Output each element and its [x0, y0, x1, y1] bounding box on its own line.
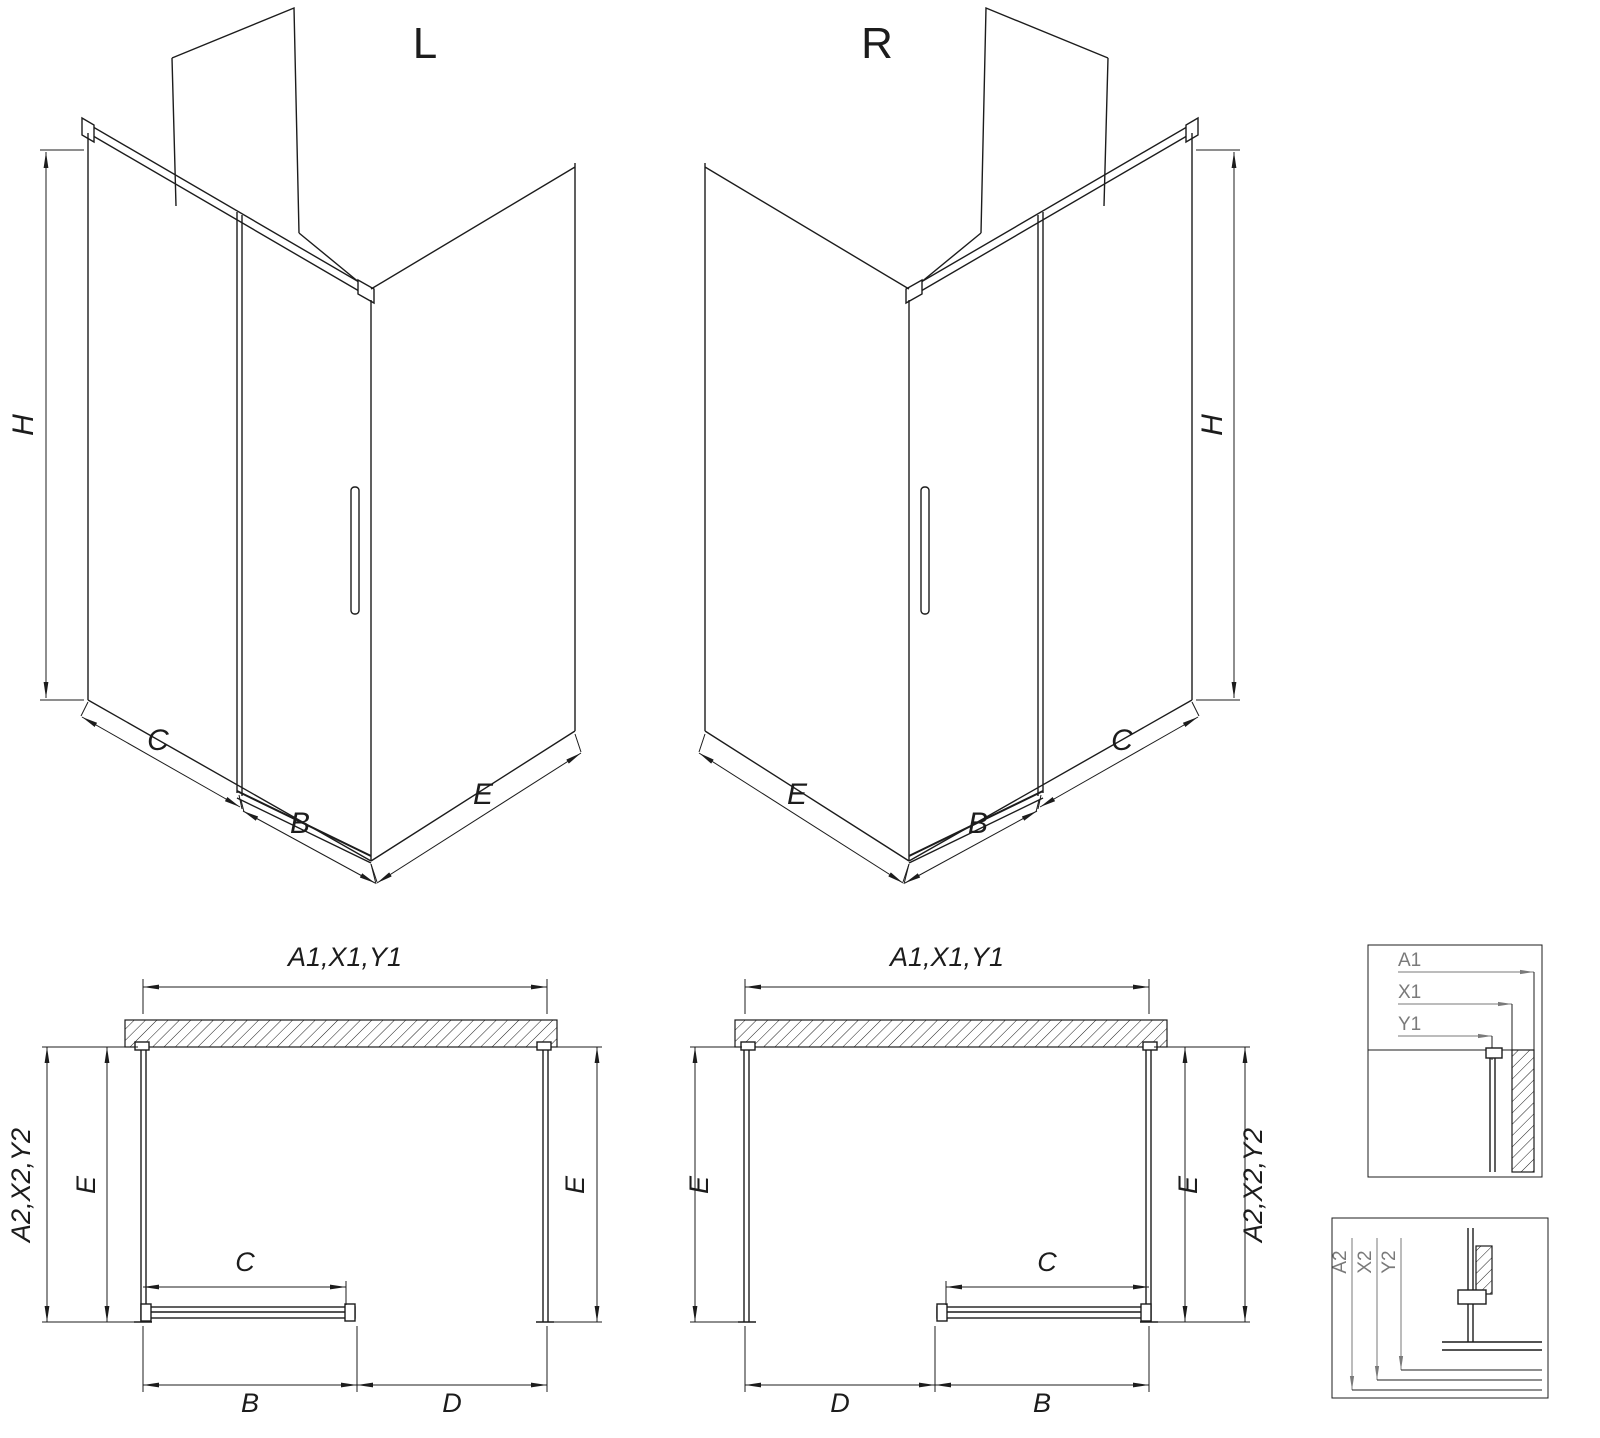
plan-left-wall-profile-left	[134, 1041, 150, 1051]
detail-bottom-dim3-label: Y2	[1379, 1250, 1400, 1273]
detail-top-dim1-label: A1	[1398, 950, 1421, 971]
iso-left-side-panel	[370, 163, 576, 862]
iso-right-top-rail	[908, 123, 1193, 299]
plan-left-a1-extensions	[142, 979, 548, 1014]
iso-right-front-panel	[908, 133, 1193, 862]
plan-right-a1-extensions	[744, 979, 1150, 1014]
iso-right-c-dim-line	[1039, 716, 1199, 808]
plan-left-glass-right	[536, 1047, 554, 1323]
detail-bottom-dim1-label: A2	[1330, 1250, 1351, 1273]
plan-left-bd-extensions	[142, 1326, 548, 1392]
iso-left-dim-e-label: E	[473, 778, 494, 811]
detail-bottom-border	[1331, 1217, 1549, 1399]
plan-left-door-cap-right	[344, 1303, 356, 1322]
detail-bottom-profile-section	[1475, 1245, 1493, 1295]
plan-right-door-cap-left	[936, 1303, 948, 1322]
detail-top-wall-section	[1511, 1049, 1535, 1173]
detail-top-view: A1 X1 Y1	[1367, 944, 1543, 1178]
plan-left-wall-hatch	[124, 1019, 558, 1048]
plan-right-dim-b-label: B	[1033, 1388, 1051, 1418]
plan-left-dim-e-left-label: E	[71, 1175, 101, 1194]
plan-right-view: A1,X1,Y1 A2,X2,Y2 E E C D B	[684, 942, 1268, 1418]
plan-left-dim-c-label: C	[235, 1247, 255, 1277]
detail-bottom-view: A2 X2 Y2	[1330, 1217, 1549, 1399]
iso-left-front-panel	[87, 133, 372, 862]
detail-top-reference-lines	[1368, 972, 1535, 1060]
iso-left-dim-b-label: B	[290, 807, 310, 840]
iso-left-dim-c-label: C	[147, 724, 169, 757]
iso-right-b-dim-line	[904, 810, 1038, 884]
plan-right-dim-e-right-label: E	[1173, 1175, 1203, 1194]
plan-left-door-cap-left	[140, 1303, 152, 1322]
plan-left-dim-top-label: A1,X1,Y1	[286, 942, 402, 972]
iso-left-rail-end-cap	[81, 116, 95, 144]
iso-left-b-dim-line	[242, 810, 376, 884]
detail-top-dim2-label: X1	[1398, 982, 1421, 1003]
plan-right-dim-side-label: A2,X2,Y2	[1238, 1128, 1268, 1244]
detail-top-profile	[1485, 1047, 1503, 1059]
iso-left-back-panel	[171, 6, 367, 289]
iso-right-e-dim-line	[698, 752, 904, 884]
plan-right-wall-profile-left	[740, 1041, 756, 1051]
iso-left-e-extensions	[370, 733, 582, 883]
plan-left-dim-e-right-label: E	[560, 1175, 590, 1194]
iso-right-door-handle	[920, 486, 930, 615]
detail-top-border	[1367, 944, 1543, 1178]
iso-left-h-extensions	[40, 149, 84, 701]
detail-bottom-reference-lines	[1352, 1369, 1542, 1391]
iso-right-view: R H C B E	[698, 6, 1240, 885]
plan-right-door-cap-right	[1140, 1303, 1152, 1322]
iso-left-c-dim-line	[81, 716, 241, 808]
plan-right-dim-c-label: C	[1037, 1247, 1057, 1277]
iso-left-dim-h-label: H	[7, 414, 40, 436]
iso-left-corner-post	[357, 278, 375, 305]
plan-right-dim-d-label: D	[830, 1388, 850, 1418]
iso-right-back-panel	[913, 6, 1109, 289]
detail-top-glass-section	[1489, 1056, 1496, 1172]
plan-left-dim-b-label: B	[241, 1388, 259, 1418]
plan-left-side-extensions	[42, 1046, 602, 1323]
iso-left-door-handle	[350, 486, 360, 615]
iso-right-corner-post	[905, 278, 923, 305]
plan-left-dim-side-label: A2,X2,Y2	[6, 1128, 36, 1244]
plan-right-dim-top-label: A1,X1,Y1	[888, 942, 1004, 972]
iso-left-e-dim-line	[376, 752, 582, 884]
plan-right-side-extensions	[690, 1046, 1250, 1323]
iso-right-dim-b-label: B	[968, 807, 988, 840]
iso-right-dim-h-label: H	[1196, 414, 1229, 436]
plan-right-wall-hatch	[734, 1019, 1168, 1048]
iso-left-top-rail	[87, 123, 372, 299]
iso-left-view: L H C B E	[7, 6, 582, 885]
iso-right-rail-end-cap	[1185, 116, 1199, 144]
plan-left-glass-left	[134, 1047, 152, 1323]
iso-right-dim-e-label: E	[787, 778, 808, 811]
iso-right-h-extensions	[1196, 149, 1240, 701]
plan-left-dim-d-label: D	[442, 1388, 462, 1418]
iso-left-variant-label: L	[413, 19, 437, 68]
plan-right-dim-e-left-label: E	[684, 1175, 714, 1194]
detail-bottom-floor-lines	[1442, 1341, 1542, 1351]
plan-right-glass-left	[738, 1047, 756, 1323]
detail-bottom-bracket	[1457, 1289, 1487, 1305]
detail-bottom-glass-section	[1467, 1228, 1474, 1342]
detail-bottom-dim2-label: X2	[1355, 1250, 1376, 1273]
plan-left-view: A1,X1,Y1 A2,X2,Y2 E E C B D	[6, 942, 602, 1418]
iso-right-dim-c-label: C	[1111, 724, 1133, 757]
iso-right-e-extensions	[698, 733, 910, 883]
plan-right-glass-right	[1140, 1047, 1158, 1323]
plan-right-wall-profile-right	[1142, 1041, 1158, 1051]
iso-right-variant-label: R	[861, 19, 893, 68]
iso-right-side-panel	[704, 163, 910, 862]
detail-top-dim3-label: Y1	[1398, 1014, 1421, 1035]
plan-left-wall-profile-right	[536, 1041, 552, 1051]
plan-right-bd-extensions	[744, 1326, 1150, 1392]
